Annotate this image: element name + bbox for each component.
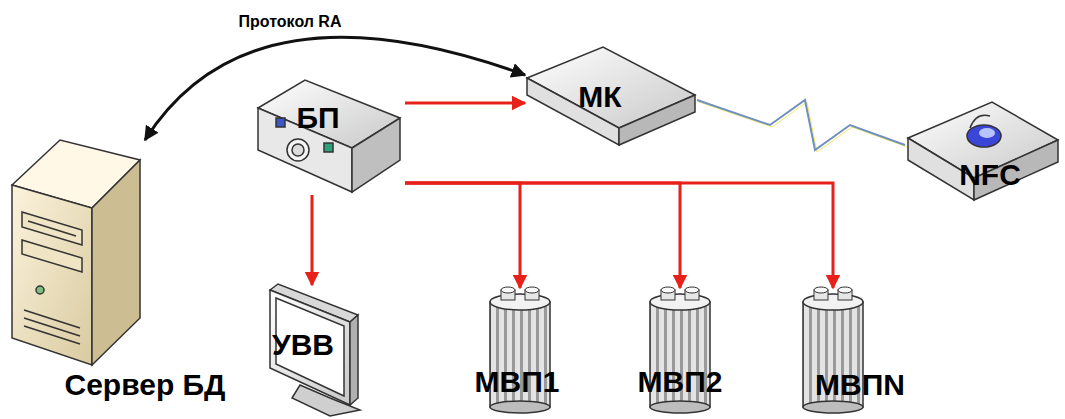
edge-label: Протокол RA	[236, 12, 345, 31]
node-label: МВП1	[475, 367, 560, 397]
io-device-box: УВВ	[262, 285, 362, 415]
server-box: Сервер БД	[10, 140, 282, 405]
node-label: МК	[578, 82, 621, 112]
nfc-reader-icon	[908, 102, 1058, 200]
controller-icon	[527, 47, 695, 145]
protocol-arrow	[145, 37, 525, 140]
power-line	[405, 183, 520, 288]
node-label: БП	[296, 103, 339, 133]
module-box: МВП2	[634, 288, 722, 415]
wireless-link	[697, 100, 905, 150]
node-label: УВВ	[272, 330, 334, 360]
power-line	[311, 195, 314, 285]
node-label: Сервер БД	[64, 370, 225, 400]
server-icon	[12, 140, 140, 365]
nfc-box: NFC	[905, 100, 1060, 205]
power-line	[405, 183, 680, 288]
module-box: МВП1	[471, 288, 562, 415]
power-unit-box: БП	[255, 80, 405, 195]
wireless-glow	[699, 102, 907, 152]
node-label: МВПN	[815, 370, 905, 400]
module-box: МВПN	[800, 288, 910, 415]
power-unit-icon	[258, 80, 400, 192]
monitor-icon	[270, 284, 360, 416]
power-line	[405, 183, 833, 288]
power-line	[405, 102, 525, 105]
node-label: МВП2	[638, 367, 723, 397]
node-label: NFC	[959, 160, 1021, 190]
controller-box: МК	[525, 45, 697, 145]
